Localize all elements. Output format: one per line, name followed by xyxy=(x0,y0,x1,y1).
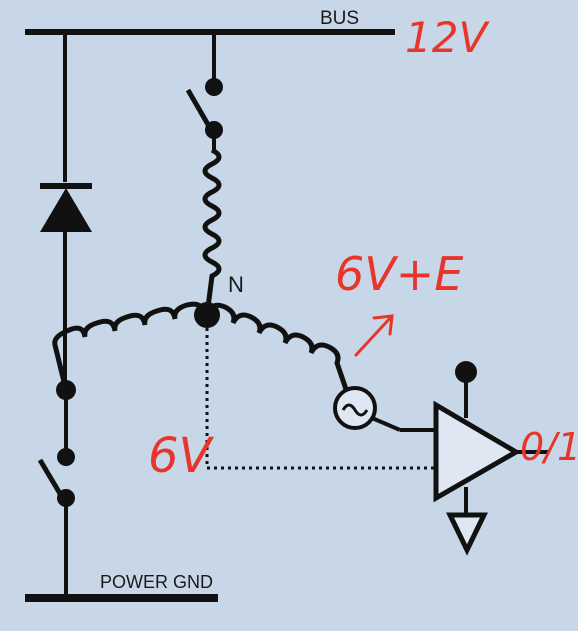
bus-label: BUS xyxy=(320,8,359,29)
comparator xyxy=(433,361,548,556)
neutral-sense-line xyxy=(205,328,436,470)
neutral-node xyxy=(194,302,220,328)
low-side-switch xyxy=(37,390,75,598)
flyback-diode xyxy=(40,32,92,388)
phase-coil-top xyxy=(202,147,222,316)
back-emf-source xyxy=(333,386,436,432)
arrow-icon xyxy=(354,314,394,357)
neutral-voltage-annotation: 6V+E xyxy=(335,247,463,301)
reference-voltage-annotation: 6V xyxy=(148,428,215,484)
power-gnd-label: POWER GND xyxy=(100,572,213,592)
comparator-output-annotation: 0/1 xyxy=(520,425,578,469)
phase-coil-left xyxy=(52,301,208,391)
neutral-label: N xyxy=(228,272,244,297)
phase-coil-right xyxy=(204,302,351,396)
high-side-switch xyxy=(185,32,223,150)
bus-voltage-annotation: 12V xyxy=(405,13,490,62)
